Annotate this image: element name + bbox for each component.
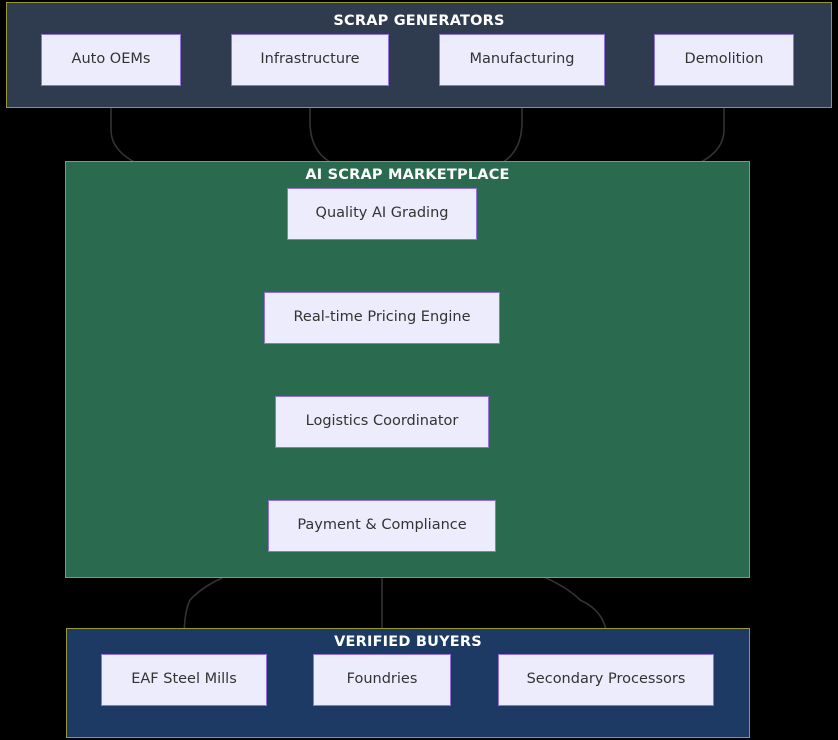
node-logistics-coordinator[interactable]: Logistics Coordinator bbox=[275, 396, 489, 448]
node-payment-compliance[interactable]: Payment & Compliance bbox=[268, 500, 496, 552]
subgraph-title-ai-scrap-marketplace: AI SCRAP MARKETPLACE bbox=[305, 167, 510, 183]
node-label: Secondary Processors bbox=[526, 671, 686, 688]
node-auto-oems[interactable]: Auto OEMs bbox=[41, 34, 181, 86]
node-realtime-pricing-engine[interactable]: Real-time Pricing Engine bbox=[264, 292, 500, 344]
node-manufacturing[interactable]: Manufacturing bbox=[439, 34, 605, 86]
node-label: EAF Steel Mills bbox=[131, 671, 237, 688]
subgraph-title-scrap-generators: SCRAP GENERATORS bbox=[333, 13, 505, 29]
node-label: Real-time Pricing Engine bbox=[293, 309, 471, 326]
node-eaf-steel-mills[interactable]: EAF Steel Mills bbox=[101, 654, 267, 706]
node-foundries[interactable]: Foundries bbox=[313, 654, 451, 706]
node-label: Auto OEMs bbox=[71, 51, 151, 68]
node-infrastructure[interactable]: Infrastructure bbox=[231, 34, 389, 86]
node-label: Payment & Compliance bbox=[297, 517, 467, 534]
node-label: Demolition bbox=[684, 51, 764, 68]
node-label: Logistics Coordinator bbox=[305, 413, 459, 430]
node-label: Manufacturing bbox=[469, 51, 575, 68]
node-label: Quality AI Grading bbox=[315, 205, 449, 222]
node-label: Foundries bbox=[346, 671, 418, 688]
subgraph-title-verified-buyers: VERIFIED BUYERS bbox=[334, 634, 482, 650]
node-secondary-processors[interactable]: Secondary Processors bbox=[498, 654, 714, 706]
node-quality-ai-grading[interactable]: Quality AI Grading bbox=[287, 188, 477, 240]
node-label: Infrastructure bbox=[260, 51, 360, 68]
node-demolition[interactable]: Demolition bbox=[654, 34, 794, 86]
